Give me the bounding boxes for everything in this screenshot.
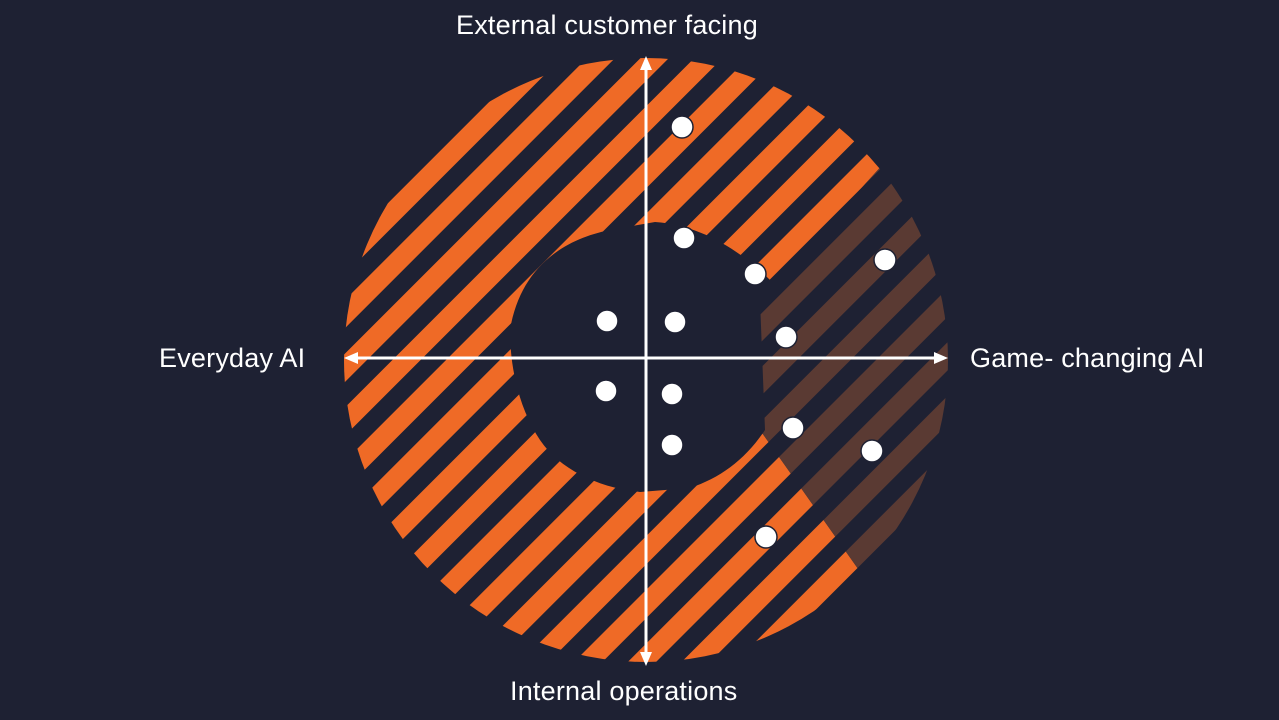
dot[interactable] xyxy=(672,226,696,250)
dot[interactable] xyxy=(660,382,684,406)
dot[interactable] xyxy=(670,115,694,139)
dot[interactable] xyxy=(781,416,805,440)
dot[interactable] xyxy=(660,433,684,457)
arrow-right-icon xyxy=(934,352,948,364)
dot[interactable] xyxy=(595,309,619,333)
axis-label-top: External customer facing xyxy=(456,10,758,40)
axis-label-right: Game- changing AI xyxy=(970,343,1205,373)
dot[interactable] xyxy=(743,262,767,286)
arrow-left-icon xyxy=(344,352,358,364)
dot[interactable] xyxy=(594,379,618,403)
axis-label-bottom: Internal operations xyxy=(510,676,738,706)
dot[interactable] xyxy=(663,310,687,334)
dot[interactable] xyxy=(754,525,778,549)
dot[interactable] xyxy=(860,439,884,463)
use-case-dots xyxy=(594,115,897,549)
dot[interactable] xyxy=(873,248,897,272)
axes xyxy=(344,56,948,666)
dot[interactable] xyxy=(774,325,798,349)
striped-disc xyxy=(344,58,948,662)
axis-label-left: Everyday AI xyxy=(159,343,306,373)
arrow-up-icon xyxy=(640,56,652,70)
arrow-down-icon xyxy=(640,652,652,666)
